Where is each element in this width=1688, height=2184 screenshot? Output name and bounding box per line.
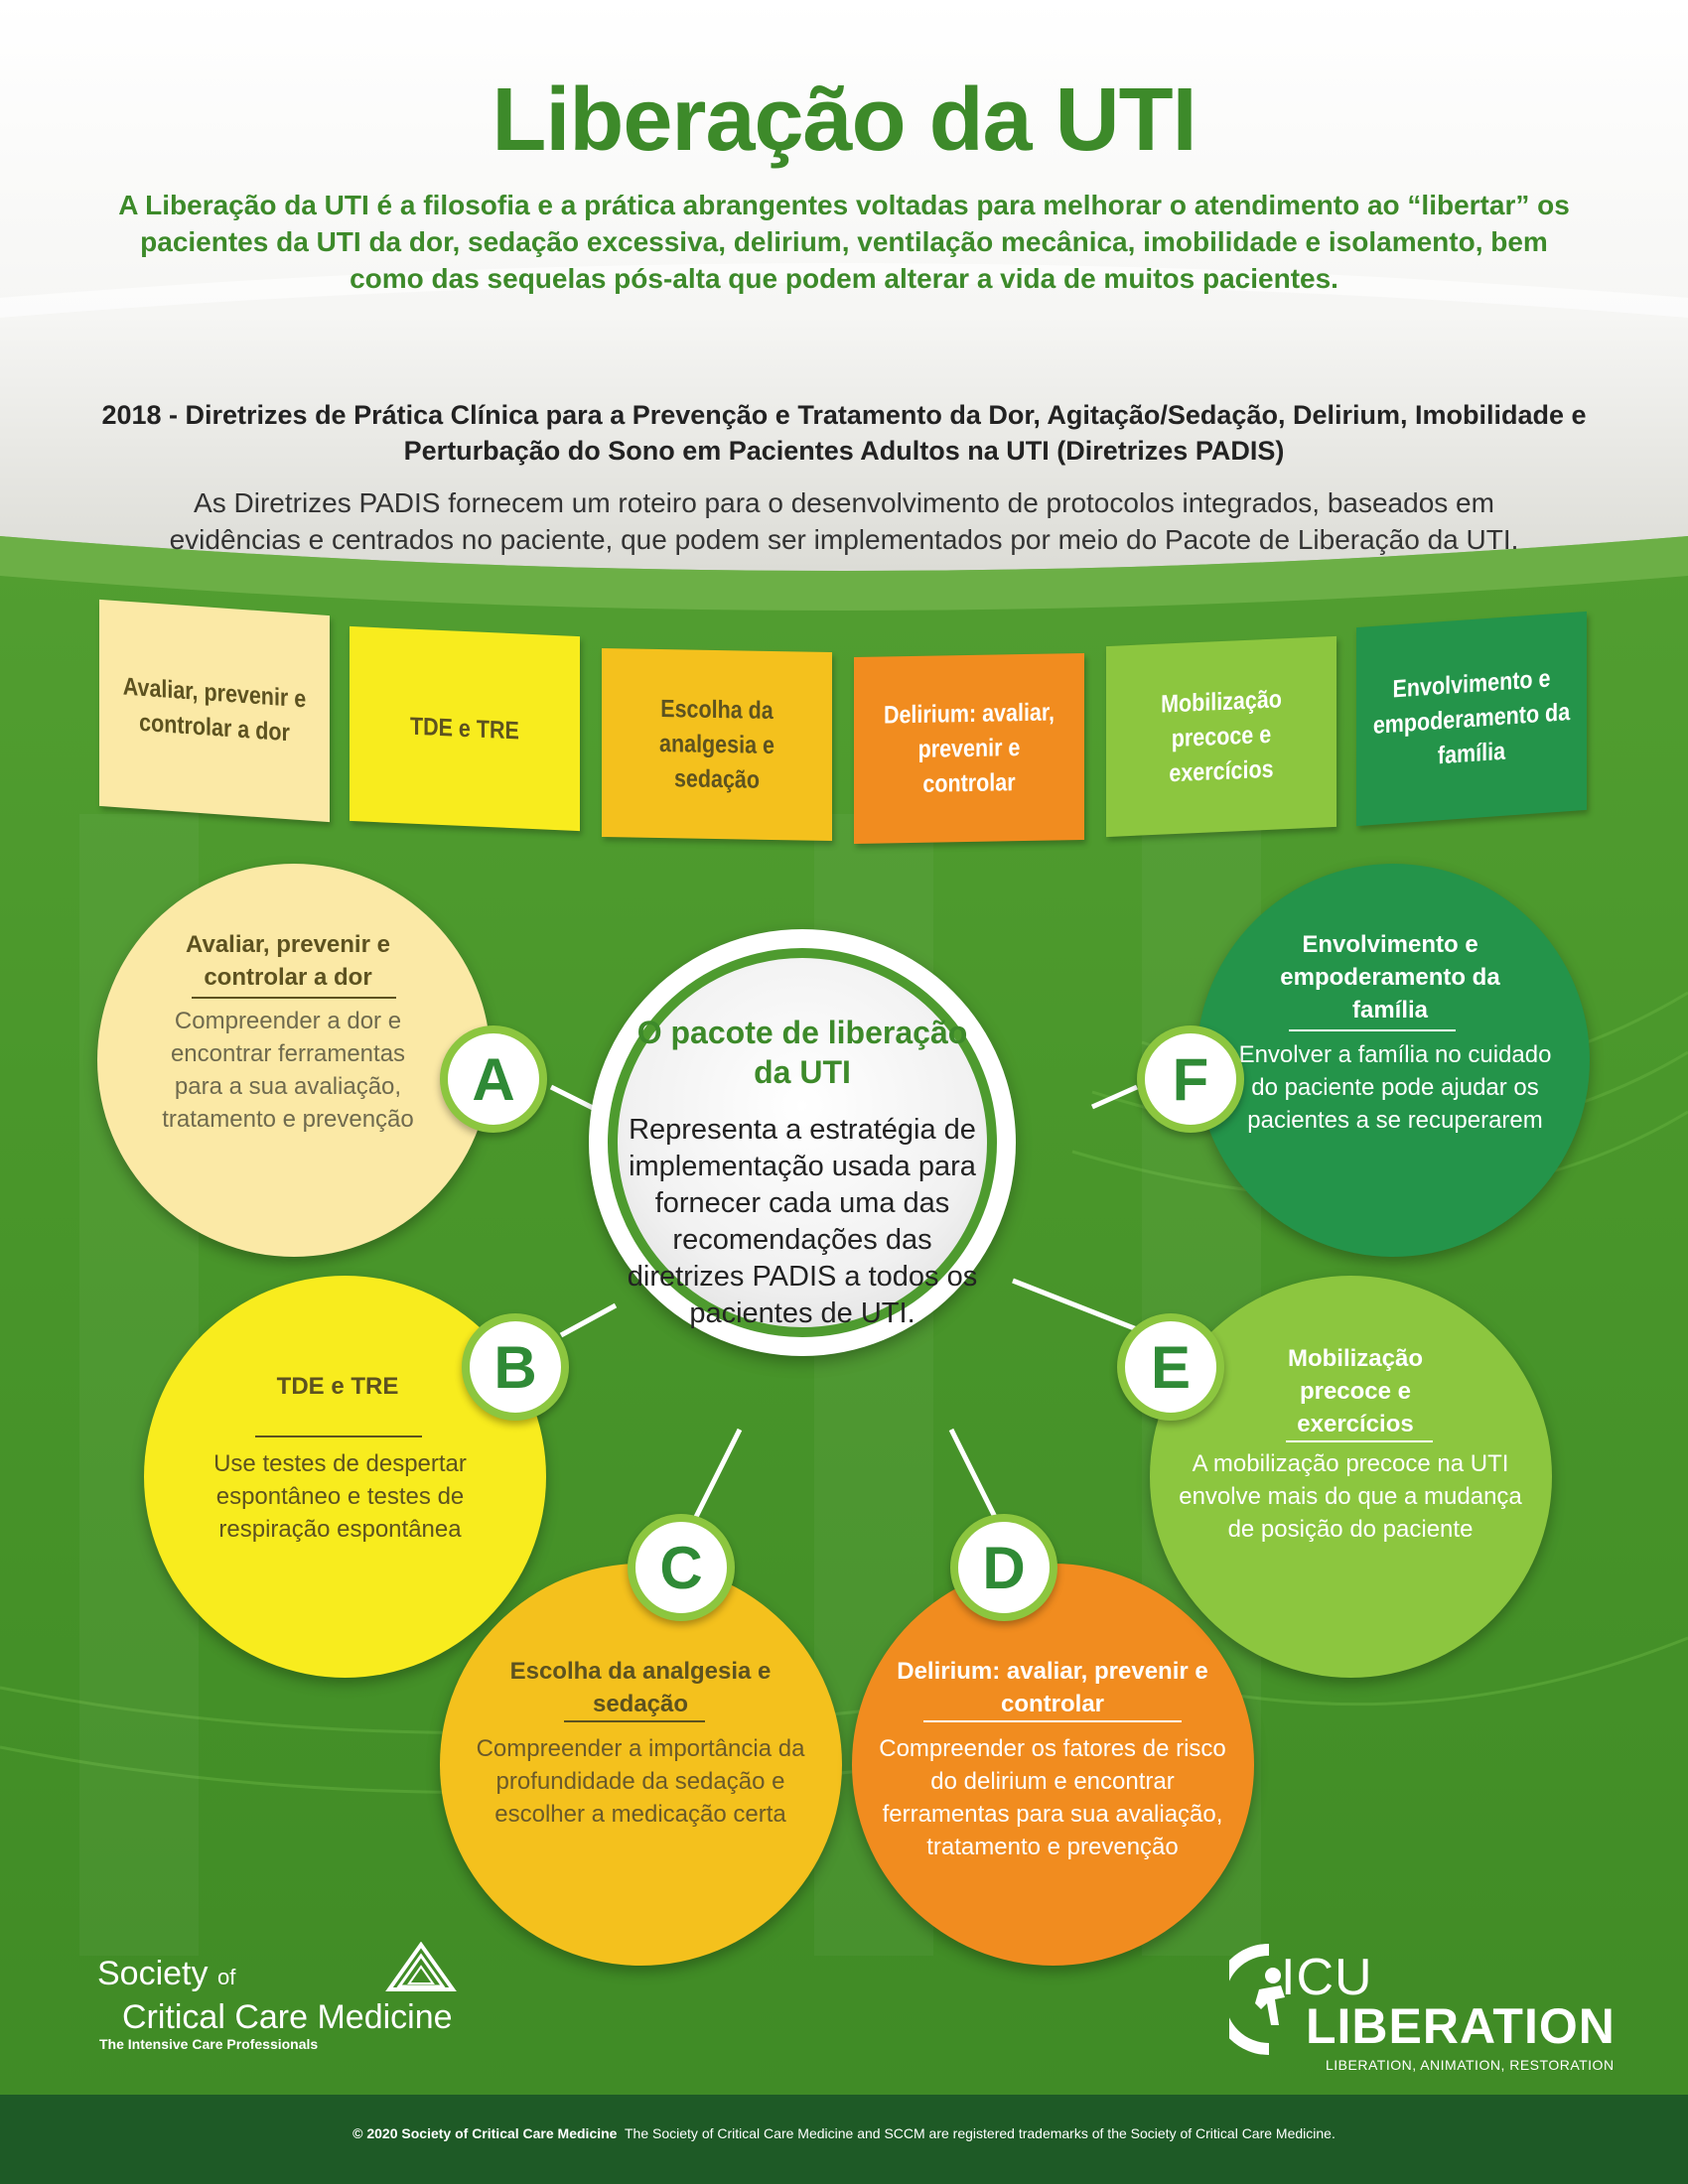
element-b-heading: TDE e TRE	[276, 1373, 399, 1400]
sccm-logo-line1: Society	[97, 1955, 209, 1992]
badge-d: D	[950, 1514, 1057, 1621]
badge-f: F	[1137, 1025, 1244, 1133]
element-f-divider	[1289, 1029, 1456, 1031]
center-circle	[608, 948, 997, 1337]
sccm-logo: Society of Critical Care Medicine	[97, 1954, 453, 2037]
badge-b: B	[462, 1313, 569, 1421]
intro-text: A Liberação da UTI é a filosofia e a prá…	[118, 190, 1570, 294]
sccm-triangle-icon	[385, 1942, 457, 1991]
icu-liberation-logo-line2: LIBERATION	[1306, 1998, 1616, 2054]
element-f-body: Envolver a família no cuidado do pacient…	[1238, 1041, 1552, 1134]
center-body: Representa a estratégia de implementação…	[627, 1114, 978, 1329]
padis-title: 2018 - Diretrizes de Prática Clínica par…	[101, 400, 1587, 466]
element-c-circle	[440, 1564, 842, 1966]
padis-description: As Diretrizes PADIS fornecem um roteiro …	[169, 487, 1519, 555]
page-title: Liberação da UTI	[492, 70, 1196, 170]
element-f-circle	[1196, 864, 1590, 1257]
element-c-divider	[564, 1720, 705, 1722]
sccm-logo-line2: Critical Care Medicine	[122, 1998, 453, 2036]
element-f-heading: Envolvimento e empoderamento da família	[1280, 931, 1500, 1024]
footer-trademark: The Society of Critical Care Medicine an…	[625, 2125, 1336, 2141]
element-d-divider	[923, 1720, 1182, 1722]
element-d-body: Compreender os fatores de risco do delir…	[879, 1735, 1226, 1860]
center-title: O pacote de liberação da UTI	[636, 1015, 968, 1090]
element-d-heading: Delirium: avaliar, prevenir e controlar	[897, 1658, 1208, 1717]
icu-liberation-tagline: LIBERATION, ANIMATION, RESTORATION	[1326, 2057, 1615, 2073]
element-b-body: Use testes de despertar espontâneo e tes…	[213, 1450, 467, 1543]
sccm-logo-of: of	[216, 1965, 236, 1989]
element-a-divider	[192, 997, 396, 999]
element-e-heading: Mobilização precoce e exercícios	[1287, 1345, 1424, 1437]
badge-c: C	[628, 1514, 735, 1621]
element-a-heading: Avaliar, prevenir e controlar a dor	[186, 931, 390, 991]
icu-liberation-figure-icon	[1229, 1944, 1285, 2055]
footer-bar	[0, 2095, 1688, 2184]
badge-e: E	[1117, 1313, 1224, 1421]
element-b-divider	[255, 1435, 422, 1437]
badge-a: A	[440, 1025, 547, 1133]
element-c-heading: Escolha da analgesia e sedação	[509, 1658, 772, 1717]
element-a-circle	[97, 864, 491, 1257]
element-d-circle	[852, 1564, 1254, 1966]
sccm-tagline: The Intensive Care Professionals	[99, 2036, 319, 2052]
footer-copyright: © 2020 Society of Critical Care Medicine	[352, 2125, 618, 2141]
element-e-body: A mobilização precoce na UTI envolve mai…	[1179, 1450, 1522, 1543]
icu-liberation-logo-line1: ICU	[1281, 1949, 1373, 2006]
footer-text: © 2020 Society of Critical Care Medicine…	[0, 2125, 1688, 2141]
element-c-body: Compreender a importância da profundidad…	[476, 1735, 805, 1828]
element-e-divider	[1286, 1440, 1433, 1442]
element-a-body: Compreender a dor e encontrar ferramenta…	[162, 1008, 414, 1133]
